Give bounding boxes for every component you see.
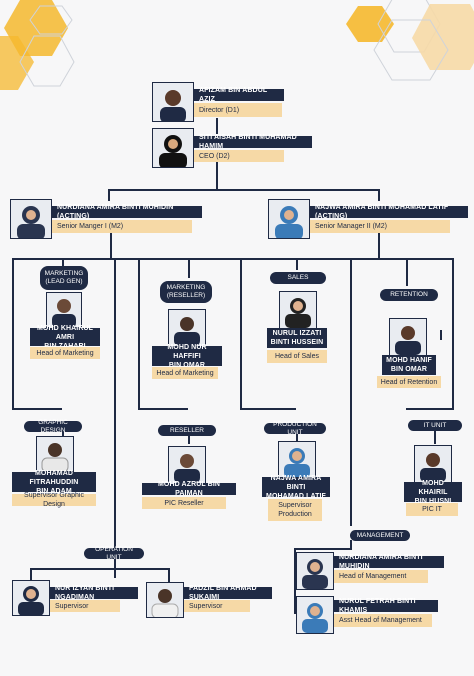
dept-marketing-leadgen: MARKETING (LEAD GEN) (40, 266, 88, 290)
avatar-fitrah (36, 436, 74, 472)
dept-sales: SALES (270, 272, 326, 284)
avatar-m1 (10, 199, 52, 239)
izyan-name: NUR IZYAN BINTI NGADIMAN (50, 585, 138, 601)
m1-name: NURDIANA AMIRA BINTI MUHIDIN (ACTING) (52, 204, 202, 220)
fitrah-role: Supervisor Graphic Design (12, 492, 96, 508)
izzati-name: NURUL IZZATI BINTI HUSSEIN (267, 328, 327, 348)
haffifi-role: Head of Marketing (152, 367, 218, 379)
m2-role: Senior Manager II (M2) (310, 220, 450, 233)
avatar-haffifi (168, 309, 206, 347)
khairul-name: MOHD KHAIRUL AMRI BIN ZAHARI (30, 325, 100, 350)
dept-retention: RETENTION (380, 289, 438, 301)
avatar-najwa-production (278, 441, 316, 479)
azrul-role: PIC Reseller (142, 497, 226, 509)
hanif-name: MOHD HANIF BIN OMAR (382, 355, 436, 375)
nurdiana-management-name: NURDIANA AMIRA BINTI MUHIDIN (334, 554, 444, 570)
avatar-hanif (389, 318, 427, 356)
avatar-d1 (152, 82, 194, 122)
d1-name: AFIZAM BIN ABDUL AZIZ (194, 87, 284, 103)
avatar-izzati (279, 291, 317, 329)
khairul-role: Head of Marketing (30, 347, 100, 359)
avatar-khairil (414, 445, 452, 483)
avatar-fetrah (296, 596, 334, 634)
izzati-role: Head of Sales (267, 350, 327, 363)
haffifi-name: MOHD NUR HAFFIFI BIN OMAR (152, 344, 222, 369)
avatar-azrul (168, 446, 206, 484)
dept-reseller: RESELLER (158, 425, 216, 436)
m2-name: NAJWA AMIRA BINTI MOHAMAD LATIF (ACTING) (310, 204, 468, 220)
avatar-nurdiana-management (296, 552, 334, 590)
dept-production-unit: PRODUCTION UNIT (264, 421, 326, 436)
hexagon-decoration (0, 0, 474, 90)
dept-marketing-reseller: MARKETING (RESELLER) (160, 281, 212, 303)
d2-name: SITI AISAH BINTI MUHAMAD HAMIM (194, 134, 312, 150)
dept-management: MANAGEMENT (350, 530, 410, 541)
fadzil-role: Supervisor (184, 600, 250, 612)
azrul-name: MOHD AZRUL BIN PAIMAN (142, 481, 236, 497)
najwa-production-name: NAJWA AMIRA BINTI MOHAMAD LATIF (262, 475, 330, 500)
avatar-izyan (12, 580, 50, 616)
avatar-m2 (268, 199, 310, 239)
avatar-fadzil (146, 582, 184, 618)
hanif-role: Head of Retention (377, 376, 441, 388)
dept-operation-unit: OPERATION UNIT (84, 546, 144, 561)
avatar-d2 (152, 128, 194, 168)
fadzil-name: FADZIL BIN AHMAD SUKAIMI (184, 585, 272, 601)
dept-it-unit: IT UNIT (408, 420, 462, 431)
d2-role: CEO (D2) (194, 150, 284, 162)
m1-role: Senior Manger I (M2) (52, 220, 192, 233)
d1-role: Director (D1) (194, 103, 282, 117)
khairil-role: PIC IT (406, 503, 458, 516)
nurdiana-management-role: Head of Management (334, 570, 428, 583)
najwa-production-role: Supervisor Production (268, 499, 322, 521)
fetrah-role: Asst Head of Management (334, 614, 432, 627)
dept-graphic-design: GRAPHIC DESIGN (24, 419, 82, 434)
fitrah-name: MOHAMAD FITRAHUDDIN BIN ADAM (12, 470, 96, 495)
fetrah-name: NURUL FETRAH BINTI KHAMIS (334, 598, 438, 614)
izyan-role: Supervisor (50, 600, 120, 612)
khairil-name: MOHD KHAIRIL BIN HUSNI (404, 480, 462, 505)
avatar-khairul (46, 292, 82, 328)
